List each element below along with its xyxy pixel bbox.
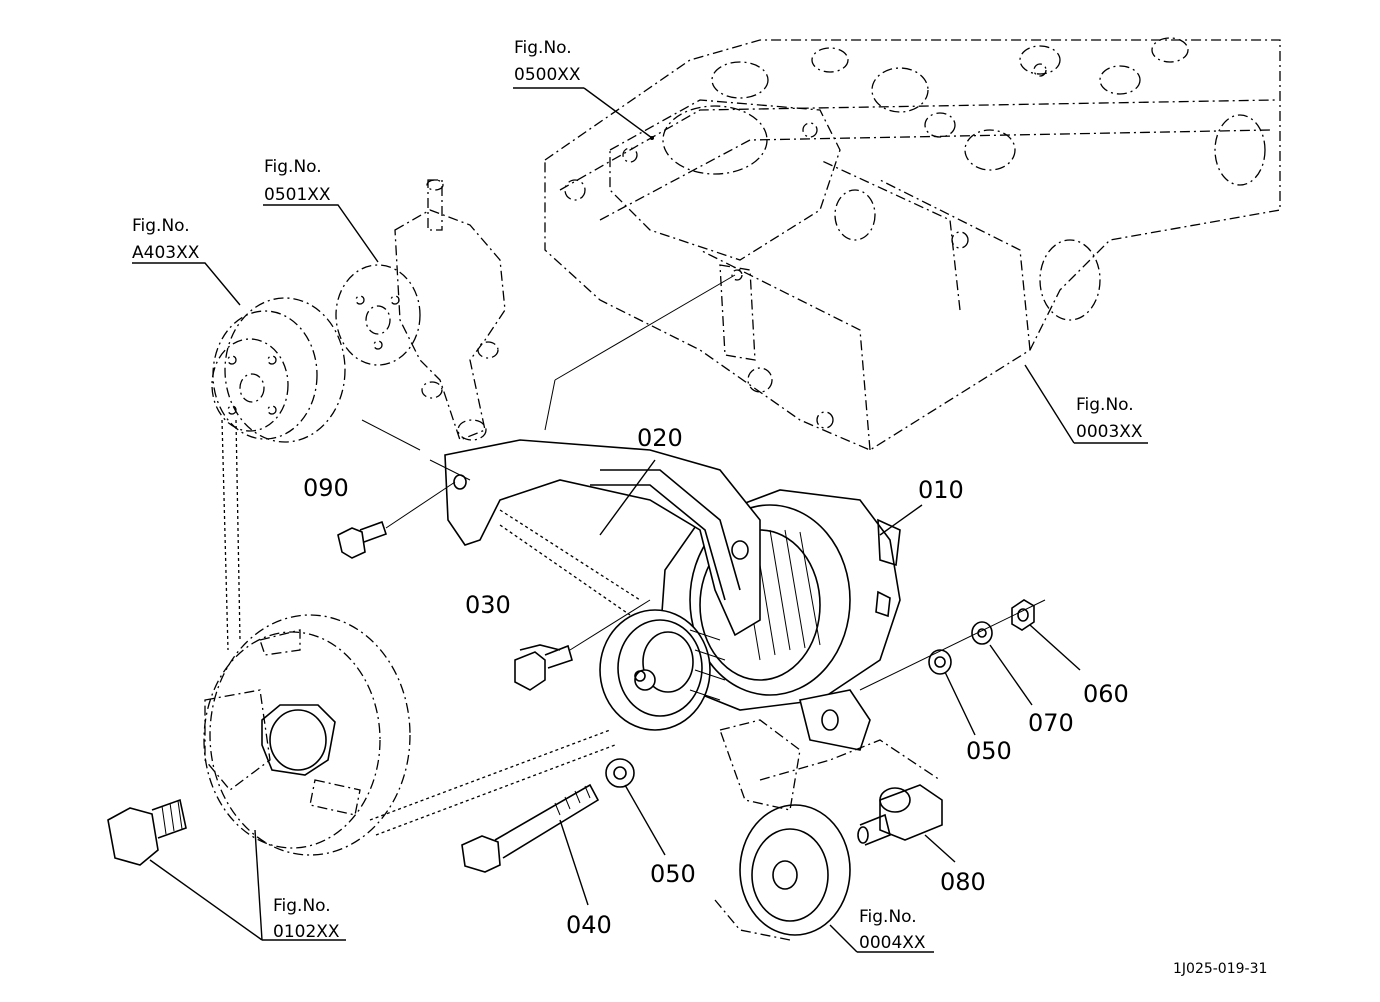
spacer-080 <box>857 784 943 846</box>
gear-case-outline <box>714 719 941 941</box>
cylinder-head-outline <box>544 37 1281 451</box>
fig-ref-0501: 0501XX <box>264 185 331 205</box>
fig-ref-0500: 0500XX <box>514 65 581 85</box>
part-number-020: 020 <box>637 424 683 452</box>
washer-050-upper <box>928 649 952 675</box>
part-number-030: 030 <box>465 591 511 619</box>
fig-ref-0102: 0102XX <box>273 922 340 942</box>
fan-pulley-outline <box>211 297 346 443</box>
fig-label-0003: Fig.No. <box>1076 395 1134 415</box>
part-number-090: 090 <box>303 474 349 502</box>
fig-label-A403: Fig.No. <box>132 216 190 236</box>
fig-label-0004: Fig.No. <box>859 907 917 927</box>
bolt-090 <box>337 481 456 559</box>
fig-label-0102: Fig.No. <box>273 896 331 916</box>
adjusting-bracket <box>444 439 761 637</box>
fig-ref-0004: 0004XX <box>859 933 926 953</box>
part-number-010: 010 <box>918 476 964 504</box>
part-number-040: 040 <box>566 911 612 939</box>
part-number-070: 070 <box>1028 709 1074 737</box>
drawing-code: 1J025-019-31 <box>1173 961 1267 977</box>
bolt-040 <box>461 783 600 873</box>
crank-bolt <box>107 798 187 866</box>
spring-washer-070 <box>971 621 993 645</box>
fig-ref-A403: A403XX <box>132 243 200 263</box>
part-number-050-upper: 050 <box>966 737 1012 765</box>
water-pump-outline <box>335 179 506 441</box>
fig-ref-0003: 0003XX <box>1076 422 1143 442</box>
leader-lines <box>132 87 1148 953</box>
part-number-050-lower: 050 <box>650 860 696 888</box>
v-belt <box>221 419 641 836</box>
part-number-080: 080 <box>940 868 986 896</box>
fig-label-0501: Fig.No. <box>264 157 322 177</box>
fig-label-0500: Fig.No. <box>514 38 572 58</box>
crankshaft-pulley-outline <box>203 614 411 856</box>
bolt-030 <box>514 599 651 691</box>
stud-axis-line <box>859 599 1046 691</box>
washer-050-lower <box>605 758 635 788</box>
part-number-060: 060 <box>1083 680 1129 708</box>
